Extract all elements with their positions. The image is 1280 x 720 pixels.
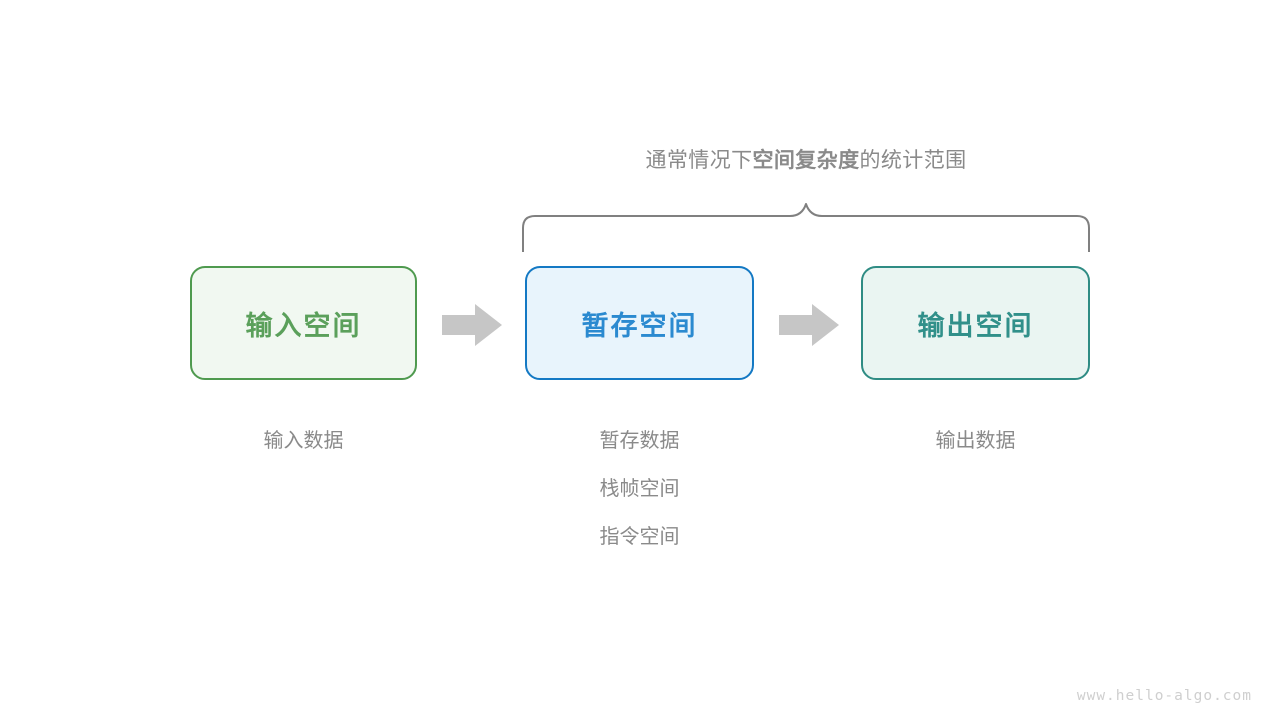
scope-caption-emphasis: 空间复杂度 [752,149,860,172]
scope-caption-lead: 通常情况下 [645,149,753,172]
stage-items-output: 输出数据 [861,417,1090,465]
curly-brace-icon [516,196,1096,252]
stage-items-buffer: 暂存数据 栈帧空间 指令空间 [525,417,754,561]
scope-caption-tail: 的统计范围 [859,149,967,172]
stage-item: 暂存数据 [599,430,680,452]
stage-item: 输出数据 [935,430,1016,452]
right-arrow-icon [779,304,839,346]
stage-item: 栈帧空间 [599,478,680,500]
stage-title-input: 输入空间 [245,310,362,341]
stage-title-output: 输出空间 [917,310,1034,341]
stage-box-input[interactable]: 输入空间 [190,266,417,380]
stage-item: 输入数据 [263,430,344,452]
watermark: www.hello-algo.com [1076,688,1252,704]
stage-title-buffer: 暂存空间 [581,310,698,341]
stage-item: 指令空间 [599,526,680,548]
scope-caption: 通常情况下空间复杂度的统计范围 [522,146,1090,176]
right-arrow-icon [442,304,502,346]
stage-items-input: 输入数据 [190,417,417,465]
stage-box-output[interactable]: 输出空间 [861,266,1090,380]
stage-box-buffer[interactable]: 暂存空间 [525,266,754,380]
